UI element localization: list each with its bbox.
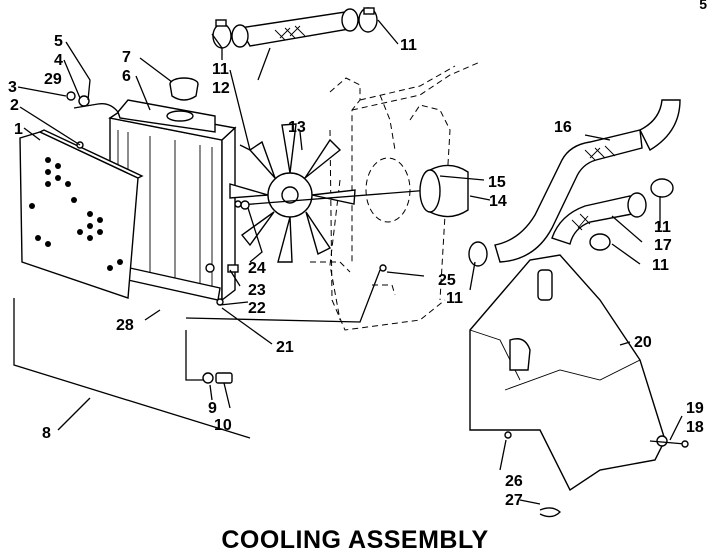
callout-13: 13 [288,119,306,136]
heat-shield [469,254,666,492]
callout-26: 26 [505,473,523,490]
callout-11c: 11 [654,219,671,236]
callout-11b: 11 [212,61,229,78]
hose-clamp [358,7,378,33]
engine-frame-outline [310,61,481,331]
fan-shaft [239,189,431,206]
hardware-nut [205,263,215,273]
callout-11d: 11 [652,257,669,274]
upper-radiator-hose [231,8,359,48]
callout-5: 5 [54,33,63,50]
hardware-screw [379,264,387,272]
hose-clamp [589,233,611,251]
leader-lines [13,19,683,505]
hose-clamp [212,19,232,49]
hose-clamp [627,192,647,218]
callout-24: 24 [248,260,266,277]
callout-15: 15 [488,174,506,191]
callout-6: 6 [122,68,131,85]
callout-27: 27 [505,492,523,509]
hose-clamp [650,178,674,198]
callout-21: 21 [276,339,294,356]
callout-12: 12 [212,80,230,97]
retaining-pin [539,507,561,518]
callout-10: 10 [214,417,232,434]
drain-valve [215,372,233,384]
radiator-screen [19,129,144,299]
callout-28: 28 [116,317,134,334]
callout-22: 22 [248,300,266,317]
callout-18: 18 [686,419,704,436]
callout-14: 14 [489,193,507,210]
callout-11e: 11 [446,290,463,307]
cooling-fan [229,123,356,263]
cap-screw [78,95,90,107]
callout-16: 16 [554,119,572,136]
callout-29: 29 [44,71,62,88]
upper-right-hose [494,99,681,263]
hardware-screw [504,431,512,439]
callout-25: 25 [438,272,456,289]
page-number-mark: 5 [699,0,707,12]
callout-11a: 11 [400,37,417,54]
hardware-washer [240,200,250,210]
hardware-washer [234,200,242,208]
fan-housing [419,164,469,218]
washer-nut [649,435,689,448]
callout-7: 7 [122,49,131,66]
hardware-screw [216,298,224,306]
hardware-bolt [227,264,239,273]
callout-labels: 1 2 3 4 5 6 7 8 9 10 11 11 11 11 11 11 1… [8,33,704,509]
overflow-hose [73,103,119,113]
callout-17: 17 [654,237,672,254]
callout-4: 4 [54,52,63,69]
hose-clamp [468,241,488,267]
callout-9: 9 [208,400,217,417]
radiator [108,99,237,302]
hardware-washer [202,372,214,384]
callout-19: 19 [686,400,704,417]
callout-3: 3 [8,79,17,96]
diagram-title: COOLING ASSEMBLY [221,526,489,554]
radiator-cap [169,77,199,101]
callout-1: 1 [14,121,23,138]
callout-2: 2 [10,97,19,114]
clamp-small [66,91,76,101]
callout-8: 8 [42,425,51,442]
callout-23: 23 [248,282,266,299]
callout-20: 20 [634,334,652,351]
